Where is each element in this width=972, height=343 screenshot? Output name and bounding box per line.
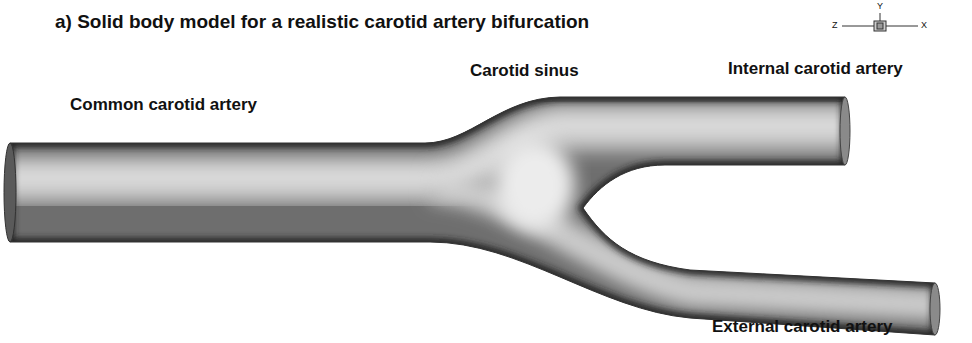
axis-triad [842,13,918,31]
vessel-body [0,97,950,335]
axis-label: Y [877,2,883,12]
part-label: Common carotid artery [70,96,257,115]
part-label: External carotid artery [712,318,892,337]
figure-title: a) Solid body model for a realistic caro… [55,12,589,33]
axis-label: Z [832,21,838,31]
axis-label: X [921,21,927,31]
part-label: Internal carotid artery [728,60,903,79]
part-label: Carotid sinus [470,62,579,81]
